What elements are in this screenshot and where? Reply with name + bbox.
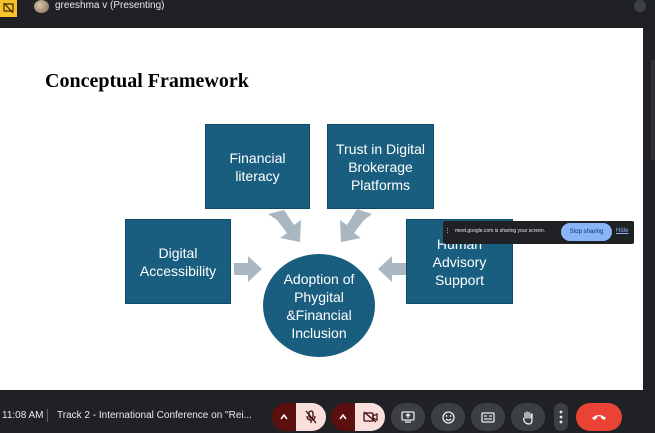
leave-call-button[interactable]	[576, 403, 622, 431]
mic-toggle-button[interactable]	[296, 403, 326, 431]
box-digital-accessibility: Digital Accessibility	[125, 219, 231, 304]
more-vert-icon	[559, 410, 563, 424]
slide-title: Conceptual Framework	[45, 70, 249, 92]
chevron-up-icon	[339, 414, 347, 420]
raise-hand-icon	[523, 410, 533, 425]
divider	[47, 409, 48, 422]
arrow-trust	[340, 209, 372, 242]
captions-button[interactable]	[471, 403, 505, 431]
top-bar: greeshma v (Presenting)	[0, 0, 655, 18]
pin-off-icon	[3, 2, 14, 14]
emoji-icon	[441, 410, 455, 424]
share-message: meet.google.com is sharing your screen.	[455, 228, 546, 234]
more-options-button[interactable]	[554, 403, 568, 431]
box-trust-digital-brokerage: Trust in Digital Brokerage Platforms	[327, 124, 434, 209]
video-off-icon	[362, 411, 378, 423]
screen-share-banner: meet.google.com is sharing your screen. …	[443, 221, 634, 244]
arrow-human	[378, 256, 406, 282]
meeting-title: Track 2 - International Conference on "R…	[57, 410, 252, 421]
mic-off-icon	[305, 410, 317, 424]
tile-options-button[interactable]	[634, 0, 646, 12]
hide-banner-link[interactable]: Hide	[616, 228, 629, 234]
center-circle-adoption: Adoption of Phygital &Financial Inclusio…	[263, 254, 375, 357]
arrow-digital	[234, 256, 262, 282]
chevron-up-icon	[280, 414, 288, 420]
reactions-button[interactable]	[431, 403, 465, 431]
presenter-name: greeshma v (Presenting)	[55, 0, 165, 11]
video-options-button[interactable]	[331, 403, 355, 431]
shared-slide: Conceptual Framework Financial literacy …	[0, 28, 643, 390]
end-call-icon	[592, 415, 606, 420]
pin-badge[interactable]	[0, 0, 17, 17]
bottom-bar: 11:08 AM Track 2 - International Confere…	[0, 395, 655, 433]
box-financial-literacy: Financial literacy	[205, 124, 310, 209]
audio-options-button[interactable]	[272, 403, 296, 431]
arrow-financial	[268, 210, 301, 242]
camera-toggle-button[interactable]	[355, 403, 385, 431]
captions-icon	[481, 411, 495, 423]
clock-time: 11:08 AM	[2, 410, 44, 421]
raise-hand-button[interactable]	[511, 403, 545, 431]
arrows-diagram	[234, 209, 406, 282]
present-now-button[interactable]	[391, 403, 425, 431]
drag-handle-icon[interactable]	[447, 227, 451, 237]
presenter-avatar	[34, 0, 49, 13]
stop-sharing-button[interactable]: Stop sharing	[561, 223, 612, 241]
side-panel-edge	[651, 60, 655, 160]
present-screen-icon	[401, 411, 415, 423]
